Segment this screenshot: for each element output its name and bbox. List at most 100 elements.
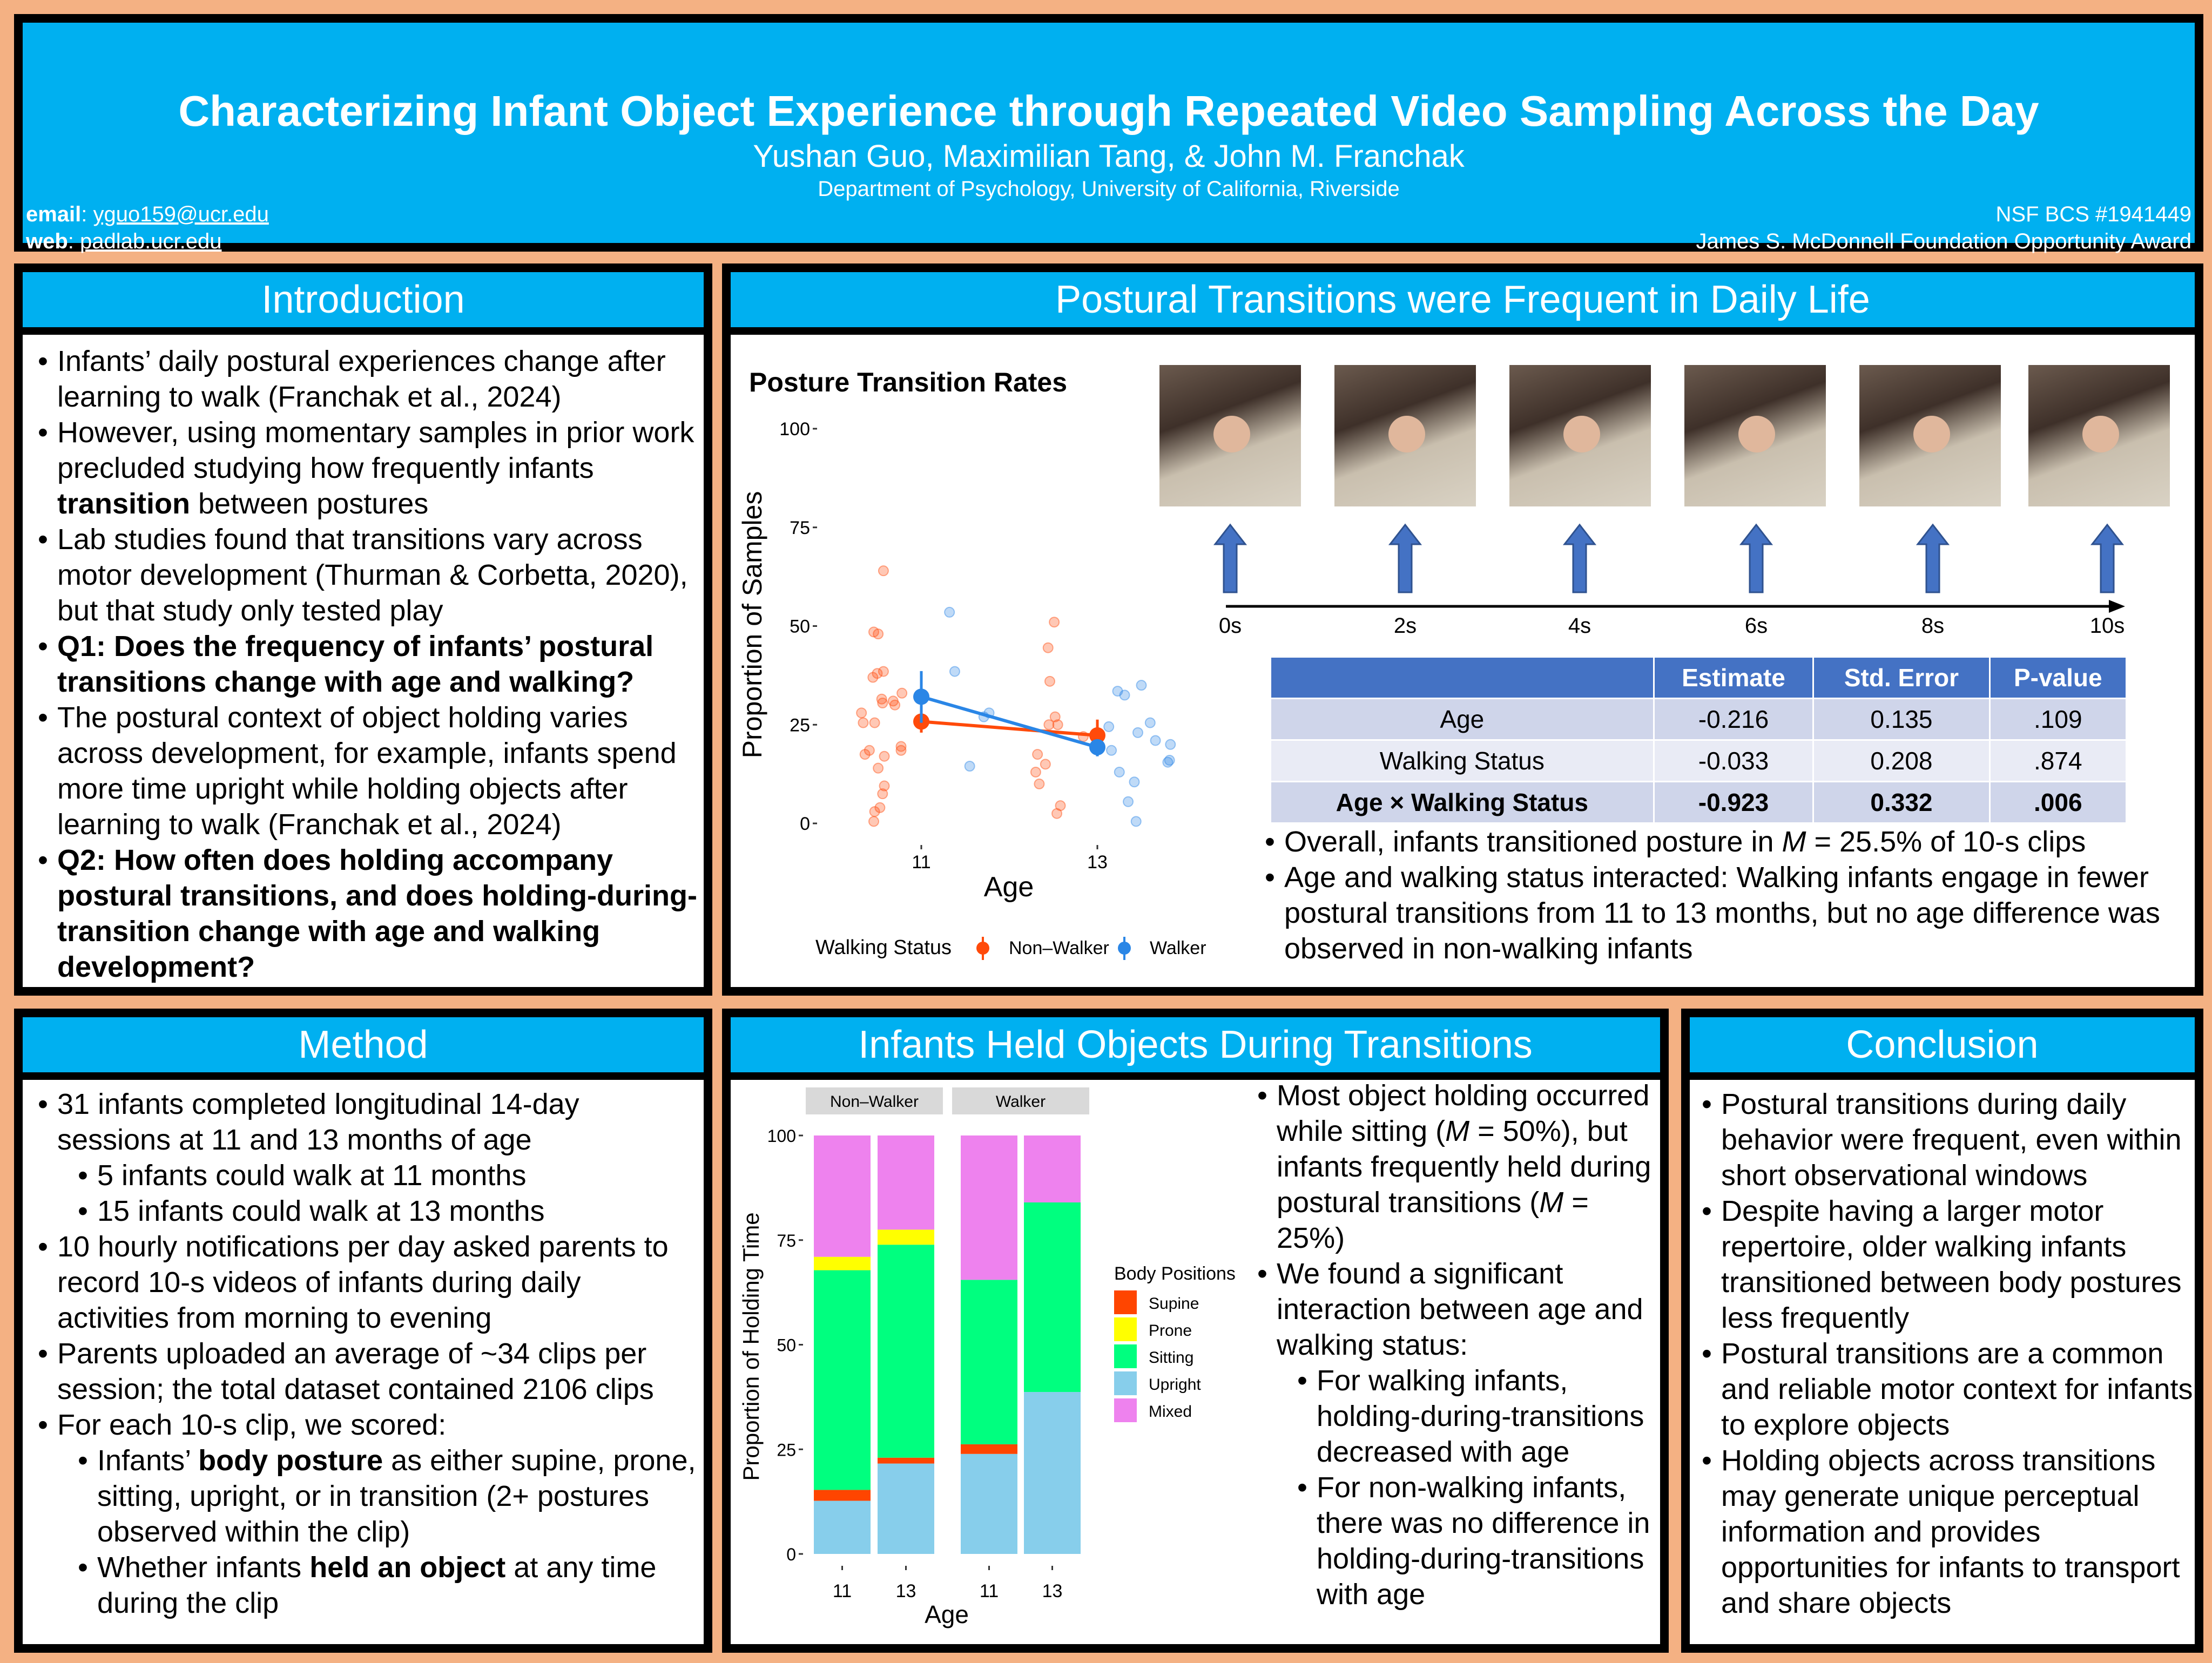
table-cell: -0.216 (1653, 698, 1815, 741)
email-label: email (26, 202, 82, 226)
bullet-item: 10 hourly notifications per day asked pa… (33, 1229, 698, 1336)
y-tick-label: 50 (777, 1336, 796, 1355)
video-frame-6s (1684, 365, 1826, 506)
conclusion-panel: Conclusion Postural transitions during d… (1681, 1009, 2203, 1653)
bullet-text: = 25%) (1277, 1186, 1589, 1254)
x-axis-label: Age (925, 1600, 969, 1628)
table-header-row: Estimate Std. Error P-value (1270, 656, 2128, 699)
bar-segment-mixed (814, 1135, 871, 1257)
table-header (1270, 656, 1655, 699)
data-point (1052, 719, 1063, 731)
bullet-text: Overall, infants transitioned posture in (1284, 826, 1782, 858)
sub-bullet-item: 5 infants could walk at 11 months (33, 1158, 698, 1193)
mean-point (913, 688, 929, 705)
data-point (964, 761, 975, 772)
y-tick-label: 100 (779, 419, 810, 440)
data-point (1130, 816, 1142, 827)
y-tick-label: 25 (777, 1440, 796, 1459)
model-results-table: Estimate Std. Error P-value Age -0.216 0… (1270, 656, 2128, 824)
x-tick-label: 11 (980, 1581, 999, 1601)
bullet-text: M (1782, 826, 1806, 858)
timeline-label: 0s (1219, 614, 1242, 638)
legend-swatch (1114, 1290, 1137, 1314)
data-point (1042, 642, 1054, 653)
bullet-text: Infants’ daily postural experiences chan… (57, 345, 666, 413)
bullet-item: Most object holding occurred while sitti… (1253, 1078, 1658, 1256)
bullet-item: The postural context of object holding v… (33, 700, 698, 842)
introduction-list: Infants’ daily postural experiences chan… (33, 343, 698, 985)
data-point (874, 802, 886, 813)
legend-swatch (1114, 1344, 1137, 1368)
legend-marker (1118, 942, 1131, 955)
data-point (872, 668, 883, 679)
table-header: Estimate (1653, 656, 1815, 699)
legend-label: Non–Walker (1009, 938, 1109, 958)
bar-segment-supine (814, 1490, 871, 1501)
bullet-item: Parents uploaded an average of ~34 clips… (33, 1336, 698, 1407)
sub-bullet-item: 15 infants could walk at 13 months (33, 1193, 698, 1229)
facet-label: Non–Walker (830, 1093, 919, 1111)
bullet-item: Infants’ daily postural experiences chan… (33, 343, 698, 415)
holding-title: Infants Held Objects During Transitions (731, 1017, 1660, 1080)
bar-segment-sitting (878, 1245, 934, 1458)
bullet-text: Age and walking status interacted: Walki… (1284, 861, 2160, 965)
mean-point (1089, 739, 1105, 755)
x-tick-label: 13 (1087, 852, 1108, 873)
bullet-item: Postural transitions during daily behavi… (1697, 1086, 2194, 1193)
bullet-text: 15 infants could walk at 13 months (97, 1195, 545, 1227)
method-title: Method (23, 1017, 704, 1080)
bar-segment-mixed (1024, 1135, 1081, 1202)
data-point (1040, 759, 1051, 770)
data-point (1032, 749, 1043, 760)
bar-segment-upright (1024, 1392, 1081, 1554)
bullet-text: For walking infants, holding-during-tran… (1317, 1364, 1644, 1468)
bullet-text: Q1: Does the frequency of infants’ postu… (57, 630, 654, 698)
legend-label: Supine (1149, 1295, 1199, 1313)
contact-info: email: yguo159@ucr.edu web: padlab.ucr.e… (26, 202, 269, 253)
data-point (1129, 776, 1140, 788)
conclusion-list: Postural transitions during daily behavi… (1697, 1086, 2194, 1621)
data-point (1144, 717, 1156, 728)
timeline-label: 2s (1394, 614, 1417, 638)
data-point (864, 745, 875, 756)
bullet-text: Infants’ (97, 1444, 199, 1477)
x-tick-label: 11 (833, 1581, 852, 1601)
up-arrow-icon (1213, 523, 1247, 593)
timeline-label: 6s (1745, 614, 1768, 638)
bar-segment-mixed (961, 1135, 1017, 1280)
bullet-text: Postural transitions during daily behavi… (1721, 1088, 2182, 1192)
legend-label: Upright (1149, 1376, 1201, 1394)
data-point (887, 695, 899, 707)
bullet-item: Despite having a larger motor repertoire… (1697, 1193, 2194, 1336)
table-cell: .874 (1988, 739, 2128, 782)
timeline-label: 4s (1568, 614, 1591, 638)
bar-segment-supine (961, 1444, 1017, 1454)
method-list: 31 infants completed longitudinal 14-day… (33, 1086, 698, 1621)
bullet-text: Postural transitions are a common and re… (1721, 1337, 2193, 1441)
bullet-text: Parents uploaded an average of ~34 clips… (57, 1337, 654, 1405)
data-point (1132, 727, 1143, 738)
legend-label: Sitting (1149, 1349, 1193, 1367)
introduction-title: Introduction (23, 272, 704, 335)
bar-segment-prone (878, 1229, 934, 1245)
up-arrow-icon (2090, 523, 2125, 593)
data-point (878, 666, 889, 677)
web-link[interactable]: padlab.ucr.edu (80, 229, 222, 253)
authors: Yushan Guo, Maximilian Tang, & John M. F… (753, 139, 1465, 174)
table-header: Std. Error (1812, 656, 1991, 699)
transitions-findings-list: Overall, infants transitioned posture in… (1260, 824, 2189, 966)
bullet-text: M (1445, 1115, 1470, 1147)
data-point (1103, 721, 1115, 732)
bullet-text: The postural context of object holding v… (57, 701, 677, 841)
bullet-text: Lab studies found that transitions vary … (57, 523, 688, 627)
grant-nsf: NSF BCS #1941449 (1995, 202, 2191, 226)
poster-title: Characterizing Infant Object Experience … (178, 87, 2039, 135)
data-point (879, 780, 890, 792)
data-point (889, 699, 901, 711)
timeline-label: 10s (2090, 614, 2125, 638)
x-axis-label: Age (984, 871, 1034, 903)
data-point (1162, 756, 1174, 768)
grant-mcdonnell: James S. McDonnell Foundation Opportunit… (1696, 229, 2191, 253)
email-link[interactable]: yguo159@ucr.edu (93, 202, 269, 226)
